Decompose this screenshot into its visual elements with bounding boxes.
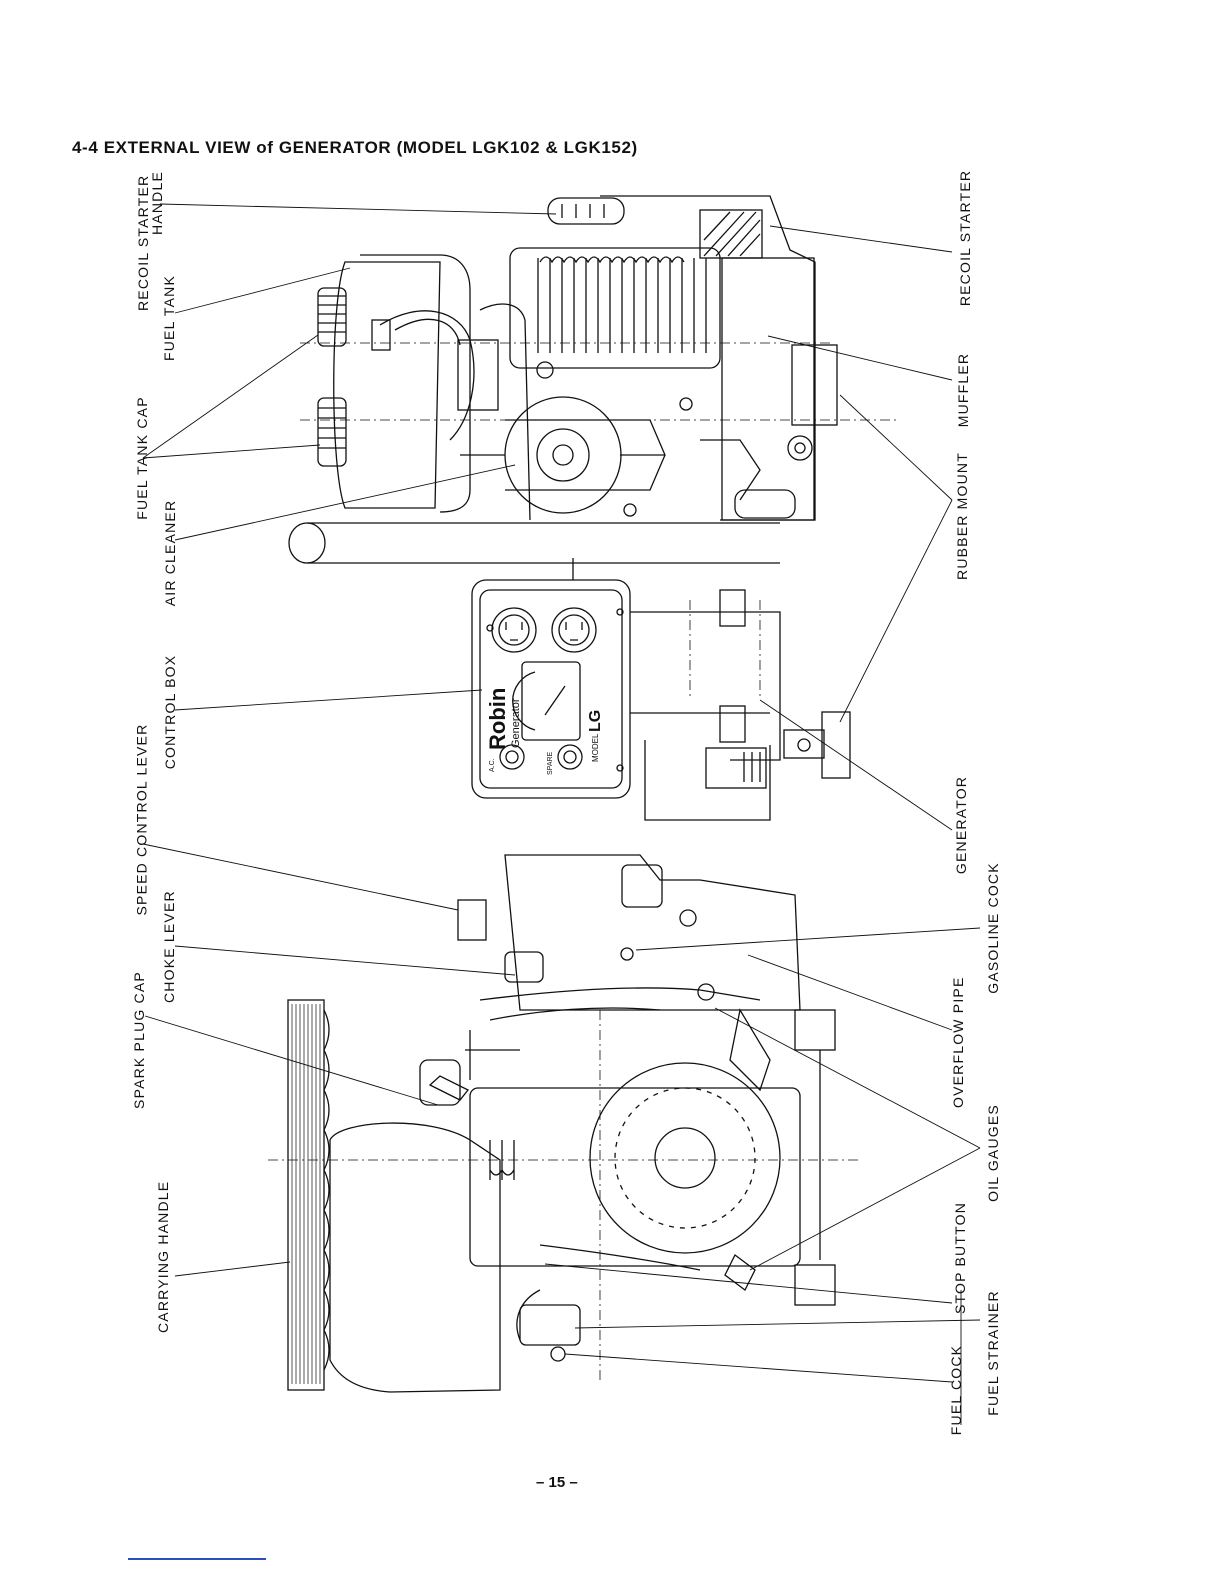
panel-model: LG — [587, 710, 604, 732]
fuel-tank-cap-1 — [317, 287, 347, 347]
receptacle-1 — [491, 607, 537, 653]
page-title: 4-4 EXTERNAL VIEW of GENERATOR (MODEL LG… — [72, 138, 638, 157]
panel-brand: Robin — [485, 688, 510, 750]
control-box — [471, 558, 851, 821]
panel-subtitle: Generator — [510, 698, 522, 748]
page-number: – 15 – — [536, 1474, 578, 1491]
lower-engine-view — [268, 854, 860, 1393]
receptacle-2 — [551, 607, 597, 653]
carrying-handle — [287, 999, 330, 1391]
upper-engine-view — [288, 195, 900, 564]
panel-model-prefix: MODEL — [591, 733, 600, 762]
leader-lines — [142, 203, 981, 1425]
panel-spare-label: SPARE — [547, 751, 554, 775]
panel-ac-label: A.C. — [489, 758, 496, 772]
bottom-rule — [128, 1558, 266, 1560]
fuel-tank-cap-2 — [317, 397, 347, 467]
control-box-model: MODEL LG — [587, 710, 604, 762]
control-box-text: Robin Generator — [485, 688, 522, 750]
